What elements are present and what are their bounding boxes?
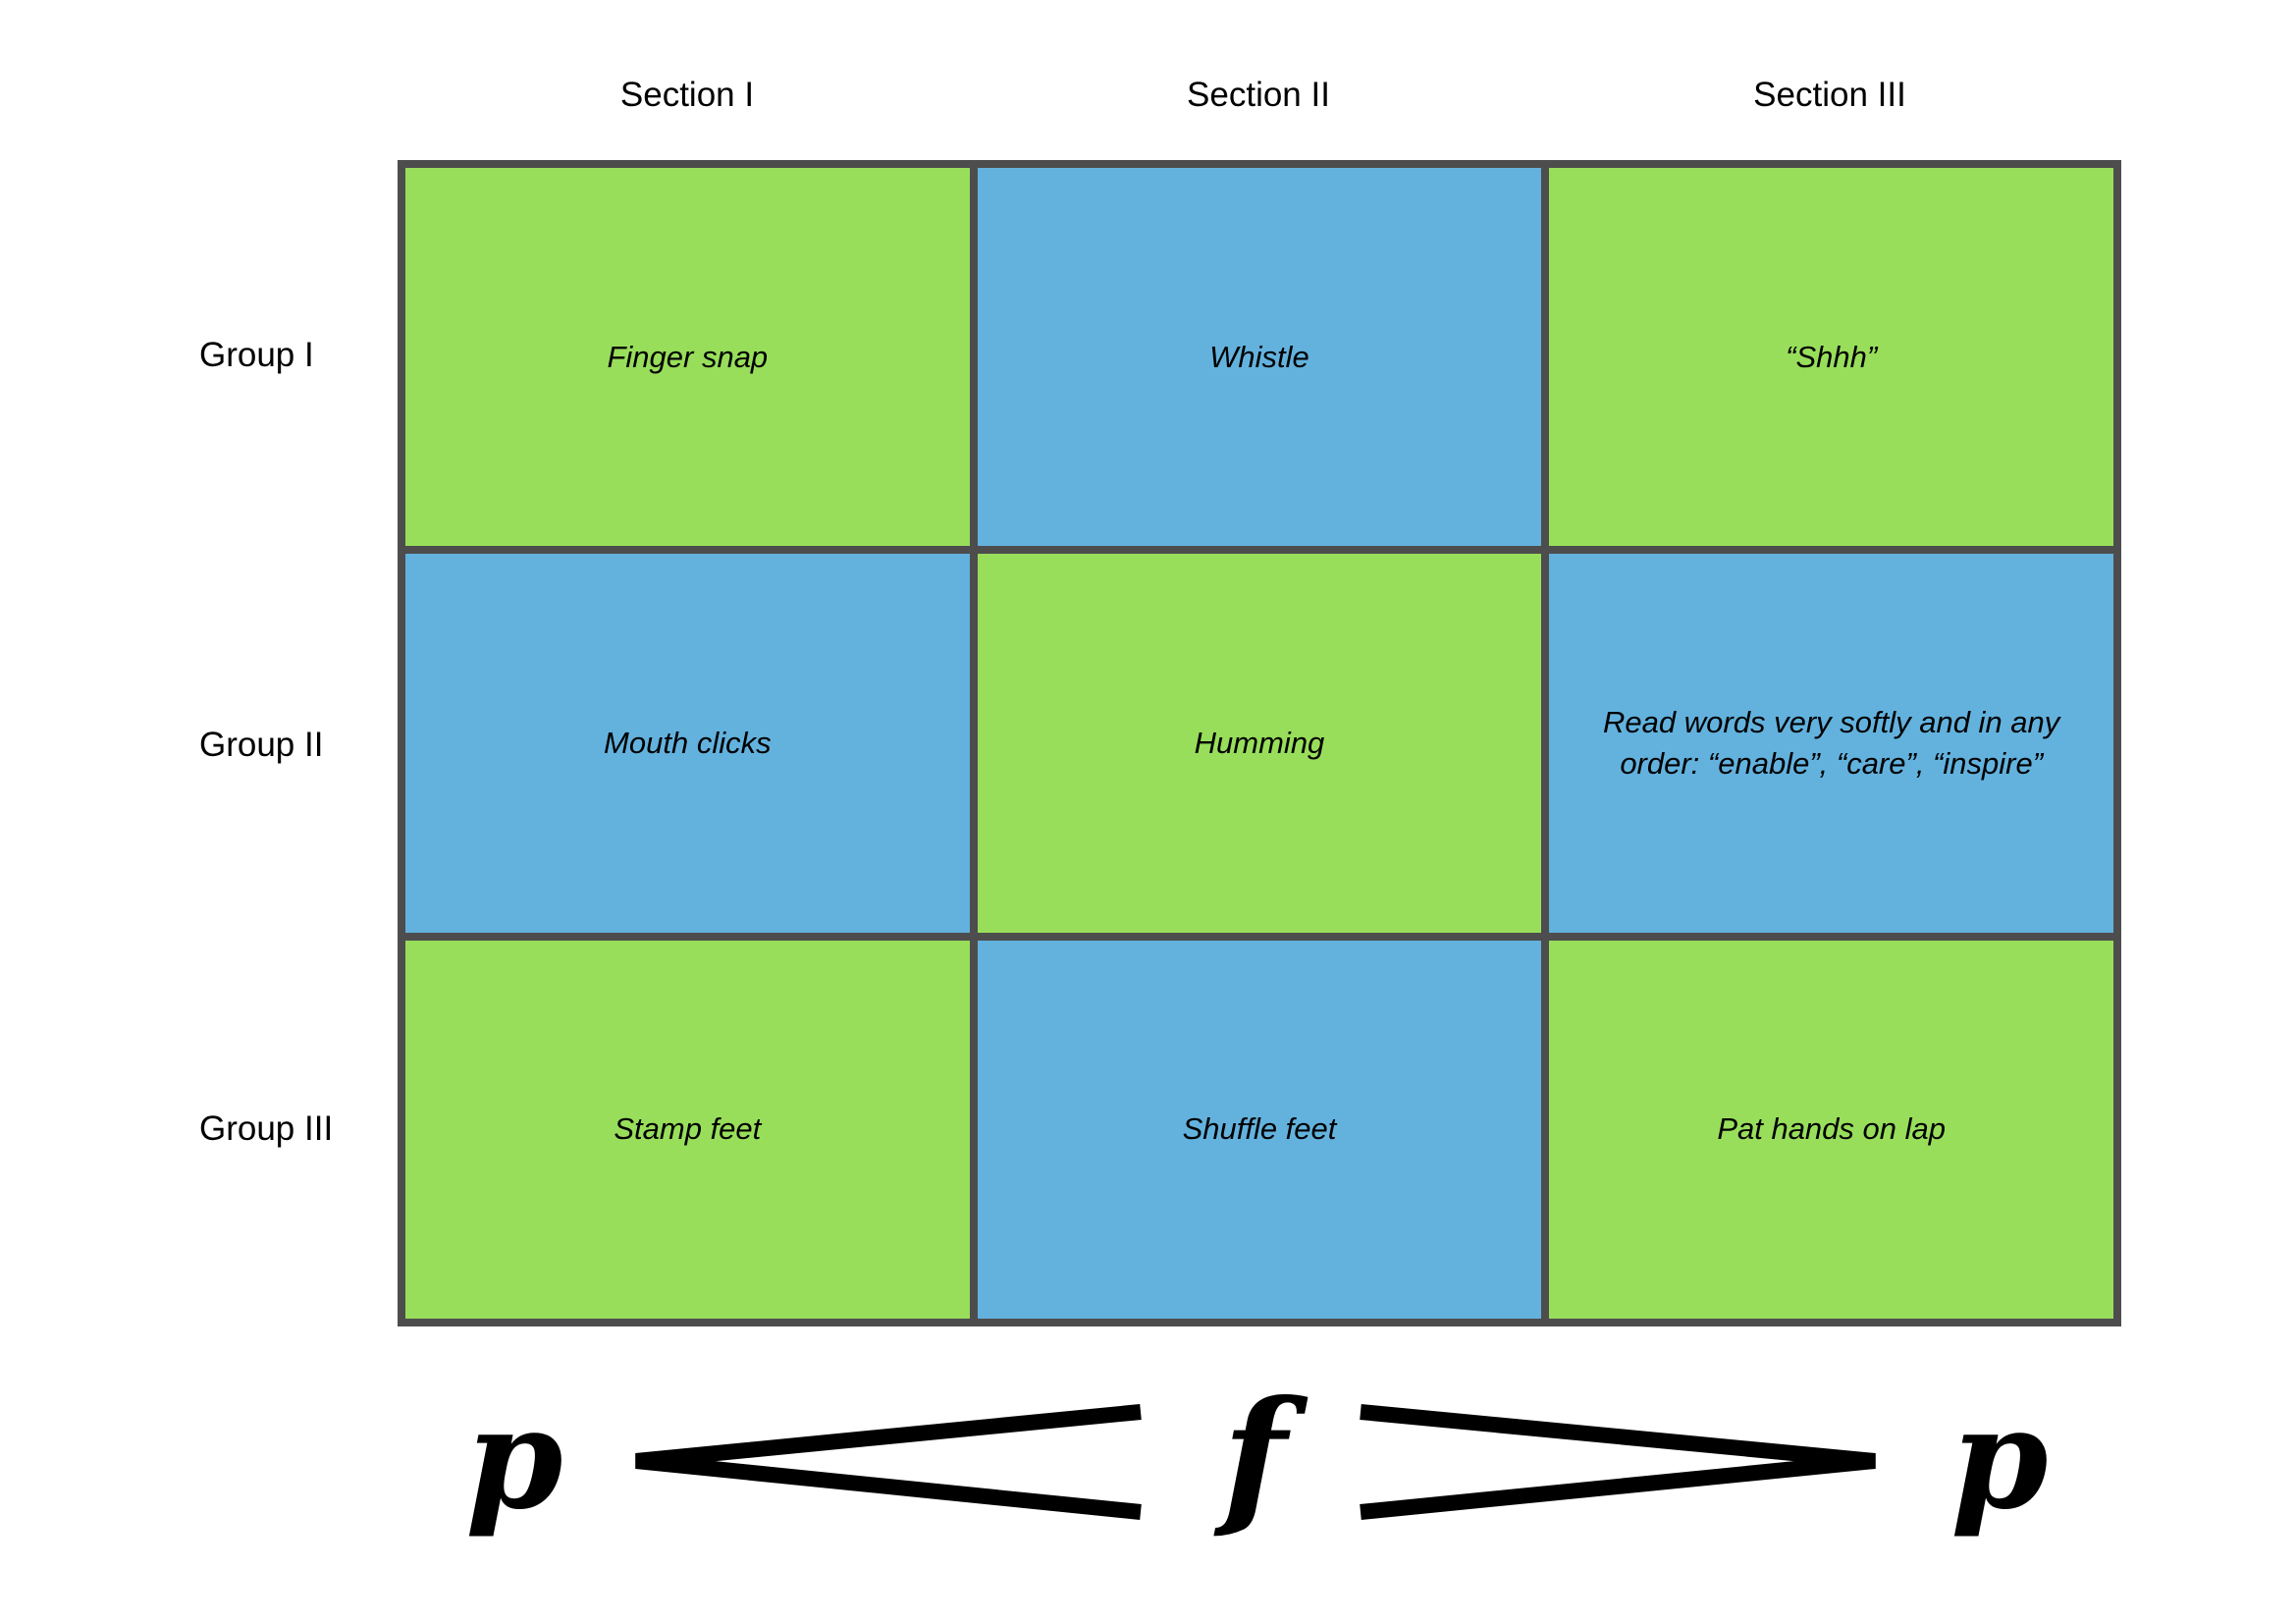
decrescendo-hairpin-icon: [1360, 1404, 1876, 1520]
row-label-group-2: Group II: [199, 726, 324, 764]
cell-group1-section2: Whistle: [977, 168, 1542, 547]
row-label-group-1: Group I: [199, 336, 314, 374]
crescendo-hairpin-icon: [635, 1404, 1142, 1520]
column-header-section-1: Section I: [619, 76, 755, 114]
dynamic-piano-start: p: [465, 1378, 563, 1541]
cell-group1-section1: Finger snap: [405, 168, 970, 547]
cell-group1-section3: “Shhh”: [1549, 168, 2113, 547]
column-header-section-2: Section II: [1187, 76, 1330, 114]
activity-grid: Finger snap Whistle “Shhh” Mouth clicks …: [398, 160, 2121, 1326]
cell-group3-section2: Shuffle feet: [977, 940, 1542, 1319]
column-header-section-3: Section III: [1753, 76, 1906, 114]
cell-group2-section2: Humming: [977, 554, 1542, 933]
dynamic-forte-middle: f: [1222, 1367, 1287, 1543]
cell-group2-section3: Read words very softly and in any order:…: [1549, 554, 2113, 933]
cell-group3-section3: Pat hands on lap: [1549, 940, 2113, 1319]
row-label-group-3: Group III: [199, 1109, 334, 1148]
cell-group2-section1: Mouth clicks: [405, 554, 970, 933]
dynamic-piano-end: p: [1950, 1378, 2049, 1541]
cell-group3-section1: Stamp feet: [405, 940, 970, 1319]
